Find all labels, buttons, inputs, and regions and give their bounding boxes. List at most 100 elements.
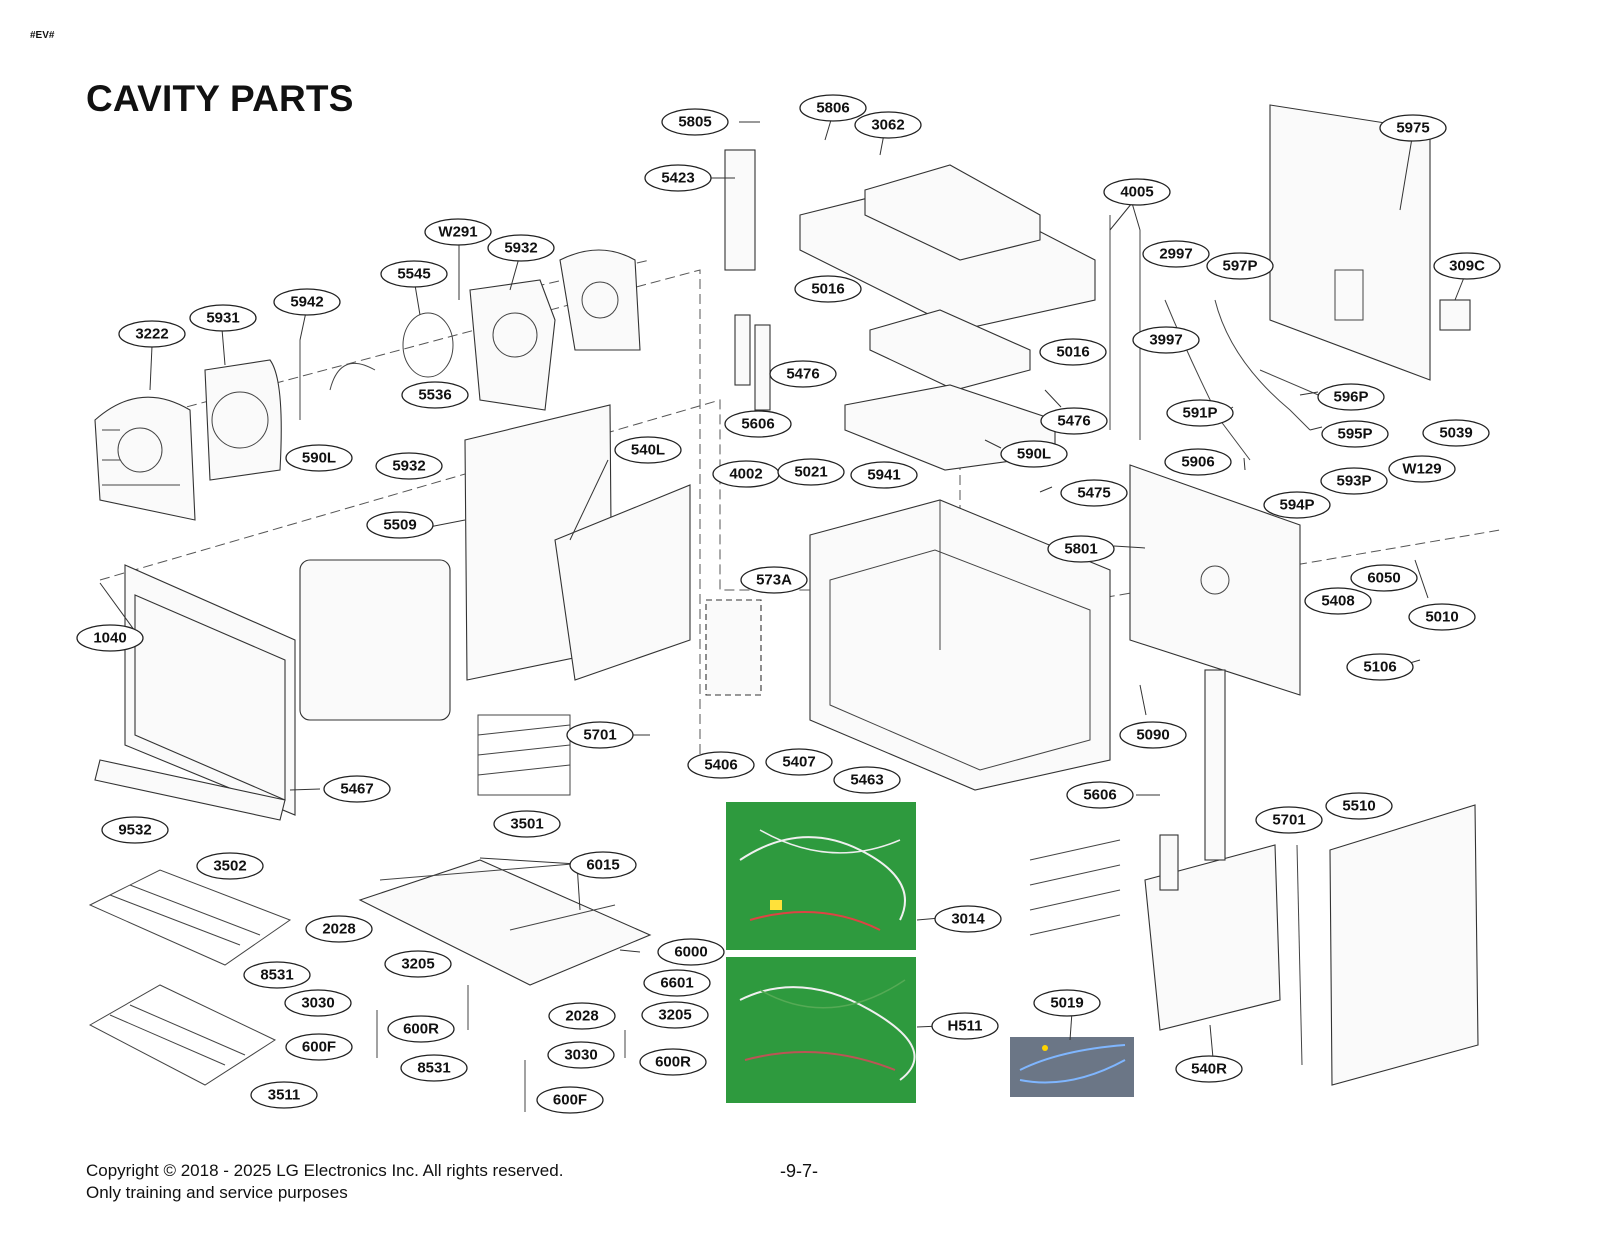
callout-3222: 3222 bbox=[118, 320, 186, 348]
callout-5406: 5406 bbox=[687, 751, 755, 779]
svg-text:600F: 600F bbox=[553, 1092, 587, 1109]
svg-text:4005: 4005 bbox=[1120, 184, 1153, 201]
svg-text:596P: 596P bbox=[1333, 389, 1368, 406]
rear-wall-part bbox=[1129, 464, 1301, 696]
gasket-ring-part bbox=[299, 312, 454, 420]
back-panel-part bbox=[1269, 104, 1471, 381]
callout-5019: 5019 bbox=[1033, 989, 1101, 1017]
svg-text:4002: 4002 bbox=[729, 466, 762, 483]
oven-racks-part bbox=[88, 869, 292, 1086]
callout-8531-bottom: 8531 bbox=[400, 1054, 468, 1082]
svg-text:1040: 1040 bbox=[93, 630, 126, 647]
callout-2997: 2997 bbox=[1142, 240, 1210, 268]
door-frame-part bbox=[124, 559, 451, 816]
callout-573a: 573A bbox=[740, 566, 808, 594]
svg-text:5423: 5423 bbox=[661, 170, 694, 187]
callout-6050: 6050 bbox=[1350, 564, 1418, 592]
callout-5467: 5467 bbox=[323, 775, 391, 803]
svg-text:5536: 5536 bbox=[418, 387, 451, 404]
callout-5906: 5906 bbox=[1164, 448, 1232, 476]
svg-text:3205: 3205 bbox=[401, 956, 434, 973]
callout-5942: 5942 bbox=[273, 288, 341, 316]
svg-text:540R: 540R bbox=[1191, 1061, 1227, 1078]
callout-5701-left: 5701 bbox=[566, 721, 634, 749]
svg-text:6000: 6000 bbox=[674, 944, 707, 961]
svg-text:5606: 5606 bbox=[741, 416, 774, 433]
svg-text:5545: 5545 bbox=[397, 266, 430, 283]
svg-text:5407: 5407 bbox=[782, 754, 815, 771]
svg-text:8531: 8531 bbox=[260, 967, 293, 984]
svg-text:W129: W129 bbox=[1402, 461, 1441, 478]
callout-5536: 5536 bbox=[401, 381, 469, 409]
callout-5010: 5010 bbox=[1408, 603, 1476, 631]
callout-3997: 3997 bbox=[1132, 326, 1200, 354]
fan-cover-part bbox=[94, 396, 196, 521]
callout-5016-top: 5016 bbox=[794, 275, 862, 303]
svg-text:309C: 309C bbox=[1449, 258, 1485, 275]
callout-5932-bottom: 5932 bbox=[375, 452, 443, 480]
svg-text:5932: 5932 bbox=[504, 240, 537, 257]
callout-5510: 5510 bbox=[1325, 792, 1393, 820]
svg-text:5476: 5476 bbox=[786, 366, 819, 383]
svg-text:5606: 5606 bbox=[1083, 787, 1116, 804]
callout-3205-right: 3205 bbox=[641, 1001, 709, 1029]
callout-3030-left: 3030 bbox=[284, 989, 352, 1017]
svg-text:5467: 5467 bbox=[340, 781, 373, 798]
callout-5463: 5463 bbox=[833, 766, 901, 794]
svg-text:5941: 5941 bbox=[867, 467, 900, 484]
fan-shroud-part bbox=[204, 359, 282, 481]
svg-text:3501: 3501 bbox=[510, 816, 543, 833]
callout-6015: 6015 bbox=[569, 851, 637, 879]
svg-text:5509: 5509 bbox=[383, 517, 416, 534]
callout-8531-top: 8531 bbox=[243, 961, 311, 989]
callout-5476-left: 5476 bbox=[769, 360, 837, 388]
svg-text:5010: 5010 bbox=[1425, 609, 1458, 626]
side-panel-left-part bbox=[464, 404, 691, 681]
svg-text:5090: 5090 bbox=[1136, 727, 1169, 744]
svg-text:5463: 5463 bbox=[850, 772, 883, 789]
svg-text:600F: 600F bbox=[302, 1039, 336, 1056]
callout-5975: 5975 bbox=[1379, 114, 1447, 142]
top-duct-part bbox=[799, 164, 1096, 471]
svg-text:5701: 5701 bbox=[1272, 812, 1305, 829]
callout-5408: 5408 bbox=[1304, 587, 1372, 615]
svg-text:5942: 5942 bbox=[290, 294, 323, 311]
callout-3014: 3014 bbox=[934, 905, 1002, 933]
svg-text:5806: 5806 bbox=[816, 100, 849, 117]
svg-text:5039: 5039 bbox=[1439, 425, 1472, 442]
callout-5701-right: 5701 bbox=[1255, 806, 1323, 834]
wire-harness-photo-3014 bbox=[726, 802, 916, 950]
sensor-wire-photo-5019 bbox=[1010, 1037, 1134, 1097]
callout-5805: 5805 bbox=[661, 108, 729, 136]
svg-text:5701: 5701 bbox=[583, 727, 616, 744]
footer: Copyright © 2018 - 2025 LG Electronics I… bbox=[86, 1160, 563, 1204]
svg-text:5408: 5408 bbox=[1321, 593, 1354, 610]
copyright-text: Copyright © 2018 - 2025 LG Electronics I… bbox=[86, 1161, 564, 1180]
svg-text:5931: 5931 bbox=[206, 310, 239, 327]
callout-h511: H511 bbox=[931, 1012, 999, 1040]
callout-6000: 6000 bbox=[657, 938, 725, 966]
callout-594p: 594P bbox=[1263, 491, 1331, 519]
svg-text:595P: 595P bbox=[1337, 426, 1372, 443]
convection-bracket-part bbox=[469, 249, 641, 411]
svg-text:5510: 5510 bbox=[1342, 798, 1375, 815]
page-title: CAVITY PARTS bbox=[86, 78, 354, 119]
svg-text:6015: 6015 bbox=[586, 857, 619, 874]
svg-text:5016: 5016 bbox=[1056, 344, 1089, 361]
svg-text:5801: 5801 bbox=[1064, 541, 1097, 558]
svg-text:600R: 600R bbox=[403, 1021, 439, 1038]
callout-5606-top: 5606 bbox=[724, 410, 792, 438]
svg-text:573A: 573A bbox=[756, 572, 792, 589]
callout-3502: 3502 bbox=[196, 852, 264, 880]
callout-3030-right: 3030 bbox=[547, 1041, 615, 1069]
callout-5407: 5407 bbox=[765, 748, 833, 776]
cavity-frame-part bbox=[809, 499, 1111, 791]
svg-text:W291: W291 bbox=[438, 224, 477, 241]
callout-600f-left: 600F bbox=[285, 1033, 353, 1061]
svg-text:8531: 8531 bbox=[417, 1060, 450, 1077]
svg-text:5805: 5805 bbox=[678, 114, 711, 131]
svg-text:3502: 3502 bbox=[213, 858, 246, 875]
svg-text:5019: 5019 bbox=[1050, 995, 1083, 1012]
callout-5021: 5021 bbox=[777, 458, 845, 486]
